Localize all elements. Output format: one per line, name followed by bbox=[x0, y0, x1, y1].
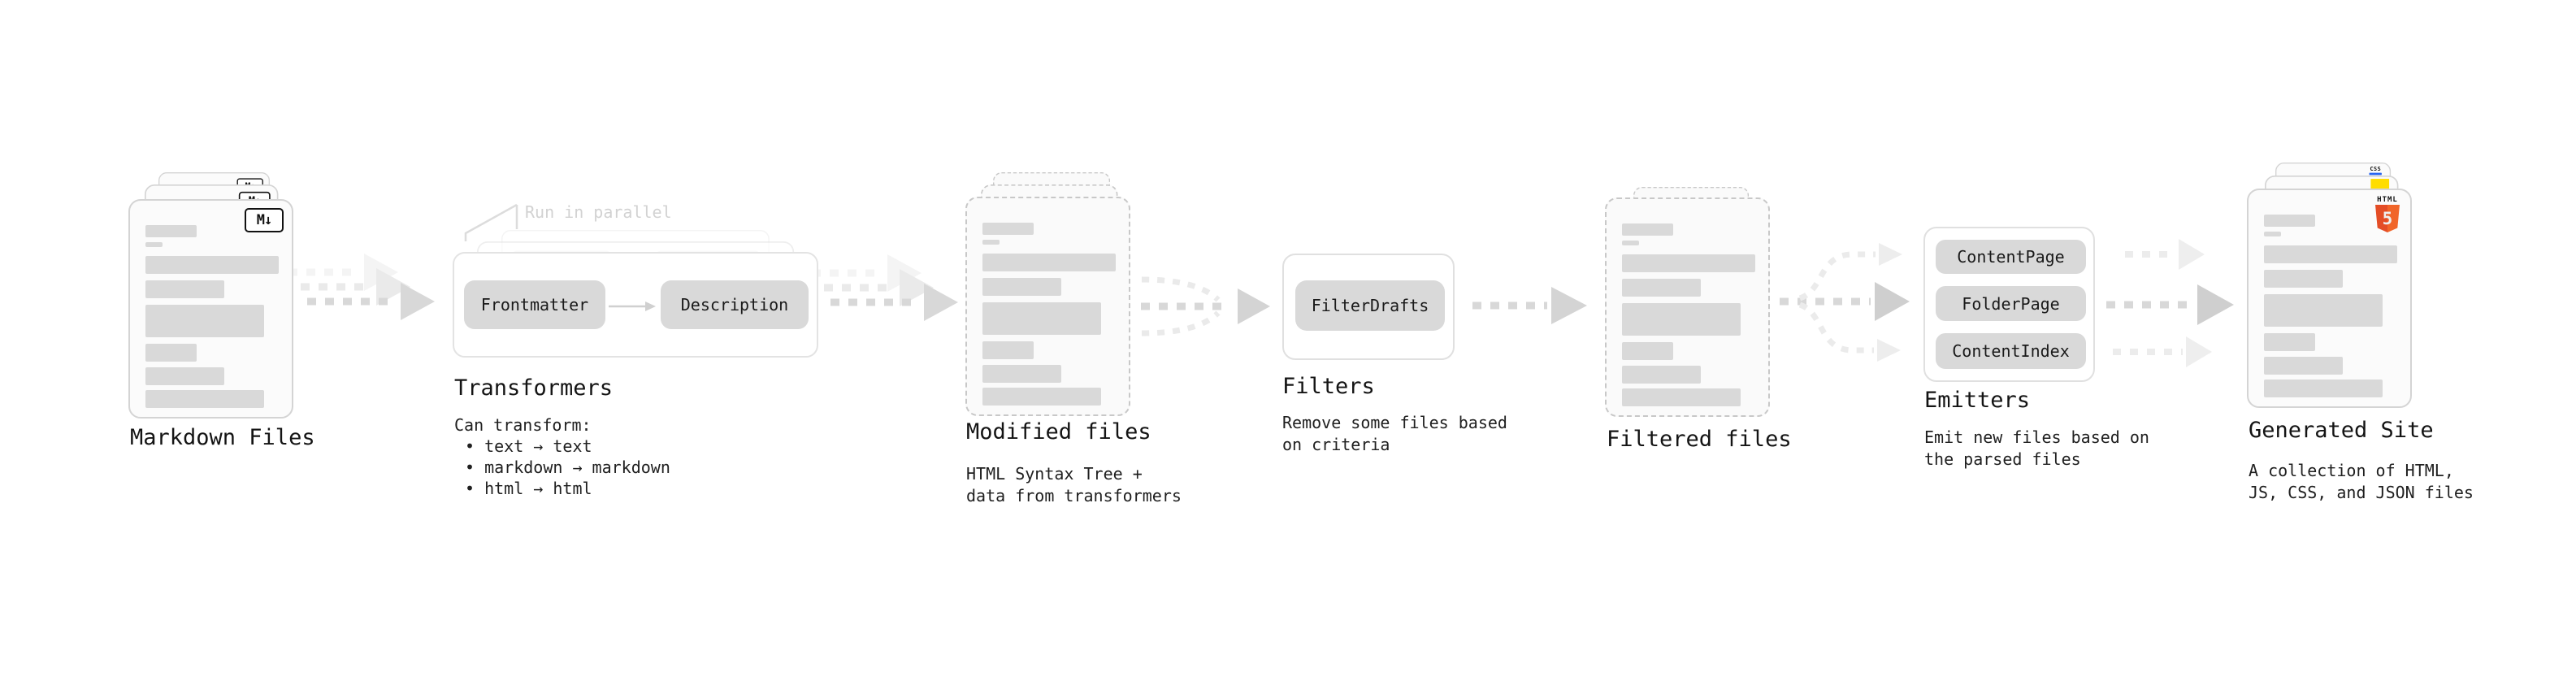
html5-icon: HTML 5 bbox=[2374, 196, 2401, 232]
transformer-step-frontmatter: Frontmatter bbox=[464, 280, 605, 329]
arrow-modified-to-filters bbox=[1141, 276, 1270, 336]
modified-files-label: Modified files bbox=[966, 419, 1151, 445]
arrow-transformers-to-modified bbox=[794, 254, 958, 321]
arrow-emitters-to-generated bbox=[2106, 239, 2234, 367]
emitters-notes: Emit new files based on the parsed files bbox=[1924, 427, 2149, 469]
transformers-notes: Can transform: • text → text • markdown … bbox=[454, 415, 670, 498]
generated-html-card-front: HTML 5 bbox=[2247, 189, 2412, 408]
modified-files-notes: HTML Syntax Tree + data from transformer… bbox=[966, 464, 1182, 505]
emitter-contentpage: ContentPage bbox=[1936, 240, 2086, 274]
step-arrow-icon bbox=[609, 301, 656, 311]
filtered-file-card-front bbox=[1605, 197, 1770, 417]
arrow-filters-to-filtered bbox=[1472, 287, 1587, 324]
transformer-step-description: Description bbox=[661, 280, 809, 329]
filter-filterdrafts: FilterDrafts bbox=[1295, 280, 1445, 331]
filters-notes: Remove some files based on criteria bbox=[1282, 413, 1507, 454]
emitter-contentindex: ContentIndex bbox=[1936, 333, 2086, 369]
css-icon: CSS bbox=[2369, 167, 2382, 176]
modified-file-card-front bbox=[965, 197, 1130, 416]
filtered-files-label: Filtered files bbox=[1607, 427, 1792, 452]
markdown-files-label: Markdown Files bbox=[130, 425, 315, 450]
emitter-folderpage: FolderPage bbox=[1936, 286, 2086, 321]
arrow-filtered-to-emitters bbox=[1780, 243, 1910, 362]
generated-site-label: Generated Site bbox=[2249, 418, 2434, 443]
emitters-box: ContentPage FolderPage ContentIndex bbox=[1923, 227, 2095, 382]
transformers-label: Transformers bbox=[454, 375, 614, 401]
transformer-layer-front: Frontmatter Description bbox=[453, 252, 818, 358]
generated-site-notes: A collection of HTML, JS, CSS, and JSON … bbox=[2249, 461, 2474, 502]
arrow-markdown-to-transformers bbox=[271, 254, 435, 320]
emitters-label: Emitters bbox=[1924, 388, 2031, 413]
filters-label: Filters bbox=[1282, 374, 1375, 399]
markdown-file-card-front: M↓ bbox=[128, 199, 293, 419]
markdown-icon: M↓ bbox=[245, 208, 284, 232]
filters-box: FilterDrafts bbox=[1282, 254, 1455, 360]
run-in-parallel-annotation: Run in parallel bbox=[525, 202, 672, 222]
